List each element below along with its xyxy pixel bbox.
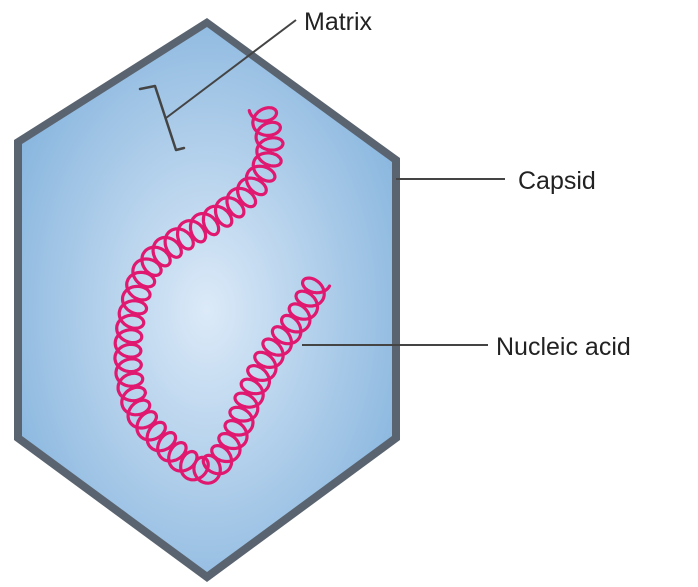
capsid-label: Capsid — [518, 167, 596, 195]
nucleic-acid-label: Nucleic acid — [496, 333, 631, 361]
matrix-label: Matrix — [304, 8, 373, 36]
